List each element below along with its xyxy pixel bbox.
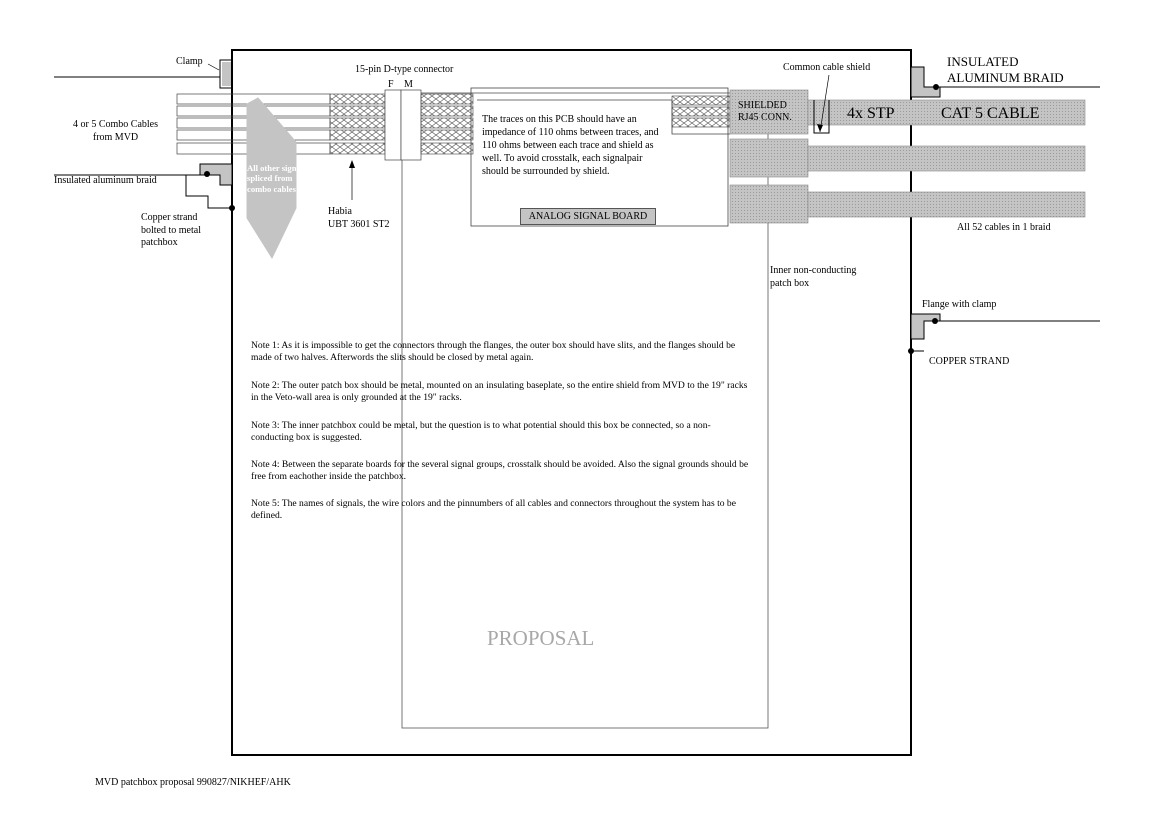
analog-signal-board-label: ANALOG SIGNAL BOARD xyxy=(520,208,656,225)
splice-label: All other signals spliced from combo cab… xyxy=(247,163,307,194)
shielded-rj45-label: SHIELDED RJ45 CONN. xyxy=(738,100,792,123)
combo-cables-label: 4 or 5 Combo Cables from MVD xyxy=(73,119,158,143)
cat5-cable-2 xyxy=(807,145,1086,172)
clamp-right xyxy=(910,313,941,340)
proposal-watermark: PROPOSAL xyxy=(487,626,595,650)
inner-patch-box xyxy=(401,92,769,729)
d-connector-f xyxy=(384,89,402,161)
copper-strand-right-label: COPPER STRAND xyxy=(929,356,1010,367)
flange-clamp-dot xyxy=(932,318,938,324)
pcb-note: The traces on this PCB should have an im… xyxy=(482,114,659,177)
splice-arrow xyxy=(246,97,297,260)
note-2: Note 2: The outer patch box should be me… xyxy=(251,380,748,404)
common-shield-label: Common cable shield xyxy=(783,62,871,73)
cat5-cable-1 xyxy=(807,99,1086,126)
habia-arrowhead xyxy=(349,160,355,168)
rj45-connector-3 xyxy=(729,184,809,224)
analog-signal-board-outline xyxy=(470,87,729,227)
copper-strand-left xyxy=(185,175,232,209)
stp-label: 4x STP xyxy=(847,105,895,122)
common-shield-bracket xyxy=(813,100,830,134)
note-3: Note 3: The inner patchbox could be meta… xyxy=(251,420,711,444)
pin-m-label: M xyxy=(404,79,413,90)
insulated-braid-top-label: INSULATED ALUMINUM BRAID xyxy=(947,54,1064,85)
note-5: Note 5: The names of signals, the wire c… xyxy=(251,498,736,522)
clamp-bottom-left xyxy=(199,163,233,186)
cat5-cable-3 xyxy=(807,191,1086,218)
shielded-cable-bundle-left xyxy=(329,93,386,155)
clamp-top-left xyxy=(54,59,233,89)
all-cables-label: All 52 cables in 1 braid xyxy=(957,222,1051,233)
pcb-trace-outline xyxy=(477,99,730,135)
habia-label: Habia UBT 3601 ST2 xyxy=(328,206,390,230)
copper-strand-left-label: Copper strand bolted to metal patchbox xyxy=(141,212,201,248)
braid-left-dot xyxy=(204,171,210,177)
rj45-connector-2 xyxy=(729,138,809,178)
note-1: Note 1: As it is impossible to get the c… xyxy=(251,340,736,364)
clamp-label: Clamp xyxy=(176,56,203,67)
common-shield-pointer xyxy=(819,74,830,133)
braid-top-right-dot xyxy=(933,84,939,90)
flange-clamp-label: Flange with clamp xyxy=(922,299,997,310)
rj45-connector-1 xyxy=(729,89,809,135)
connector-15pin-label: 15-pin D-type connector xyxy=(355,64,454,75)
copper-strand-left-dot xyxy=(229,205,235,211)
common-shield-arrowhead xyxy=(817,124,823,132)
note-4: Note 4: Between the separate boards for … xyxy=(251,459,749,483)
pin-f-label: F xyxy=(388,79,394,90)
shielded-cable-bundle-right xyxy=(671,95,731,128)
footer-caption: MVD patchbox proposal 990827/NIKHEF/AHK xyxy=(95,777,291,788)
clamp-top-left-fill xyxy=(222,62,231,86)
inner-box-label: Inner non-conducting patch box xyxy=(770,265,857,289)
copper-strand-right-dot xyxy=(908,348,914,354)
clamp-pointer xyxy=(207,63,220,71)
clamp-top-right xyxy=(910,66,941,98)
d-connector-m xyxy=(400,89,422,161)
outer-patch-box xyxy=(231,49,912,756)
cat5-label: CAT 5 CABLE xyxy=(941,105,1040,122)
insulated-braid-left-label: Insulated aluminum braid xyxy=(54,175,157,186)
shielded-cable-bundle-mid xyxy=(420,93,474,155)
